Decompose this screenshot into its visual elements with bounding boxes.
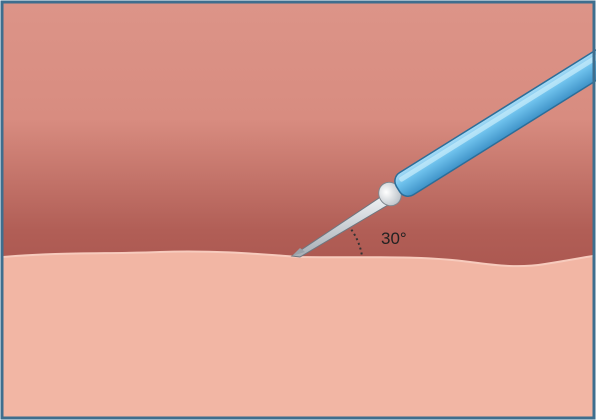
angle-label: 30° — [381, 229, 407, 248]
skin-surface — [3, 252, 593, 417]
